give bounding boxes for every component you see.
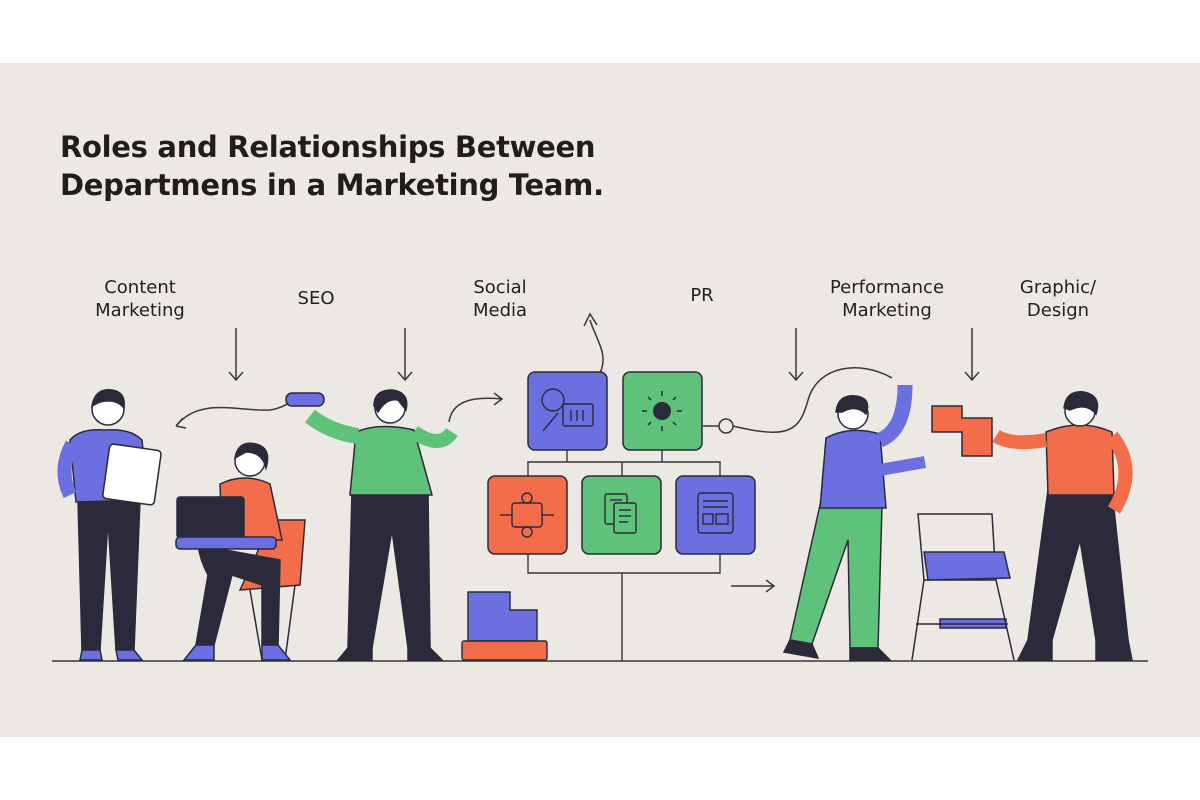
tile-green-document [581,475,662,555]
layout-icon [697,492,734,534]
label-graphic-design: Graphic/ Design [1019,277,1097,321]
connector-right-arrow [731,579,776,593]
folding-chair [911,513,1015,661]
connector-pr [732,367,893,433]
arrow-performance [964,328,980,382]
stacked-blocks [461,591,548,661]
label-performance-marketing: Performance Marketing [829,277,945,321]
person-seo [175,442,306,661]
down-arrows [228,328,980,382]
connector-seo [175,400,301,427]
person-performance-marketing [782,384,927,661]
tile-blue-chart [527,371,608,451]
tile-tree [527,450,721,661]
label-pr: PR [690,285,714,306]
sun-icon [642,391,682,431]
title-line-2: Departmens in a Marketing Team. [60,168,604,202]
connector-up-arrowhead [583,312,598,327]
image-chart-icon [541,388,594,432]
person-content-marketing [57,389,162,661]
connector-social-arrowhead [493,392,504,406]
document-icon [604,493,637,534]
tile-green-sun [622,371,703,451]
title-line-1: Roles and Relationships Between [60,130,596,164]
connector-seo-arrowhead [175,417,187,429]
person-social-media [285,389,458,661]
label-seo: SEO [297,288,335,309]
connector-up-arrow [589,319,604,376]
tile-orange-flow [487,475,568,555]
label-content-marketing: Content Marketing [95,277,185,321]
arrow-pr [788,328,804,382]
flow-node-icon [500,492,554,538]
connector-node [718,418,734,434]
arrow-seo [397,328,413,382]
diagram-title: Roles and Relationships Between Departme… [60,128,604,204]
connector-social-arrow [448,397,503,423]
label-social-media: Social Media [472,277,528,321]
arrow-content-marketing [228,328,244,382]
person-graphic-design [931,391,1133,661]
tile-blue-layout [675,475,756,555]
